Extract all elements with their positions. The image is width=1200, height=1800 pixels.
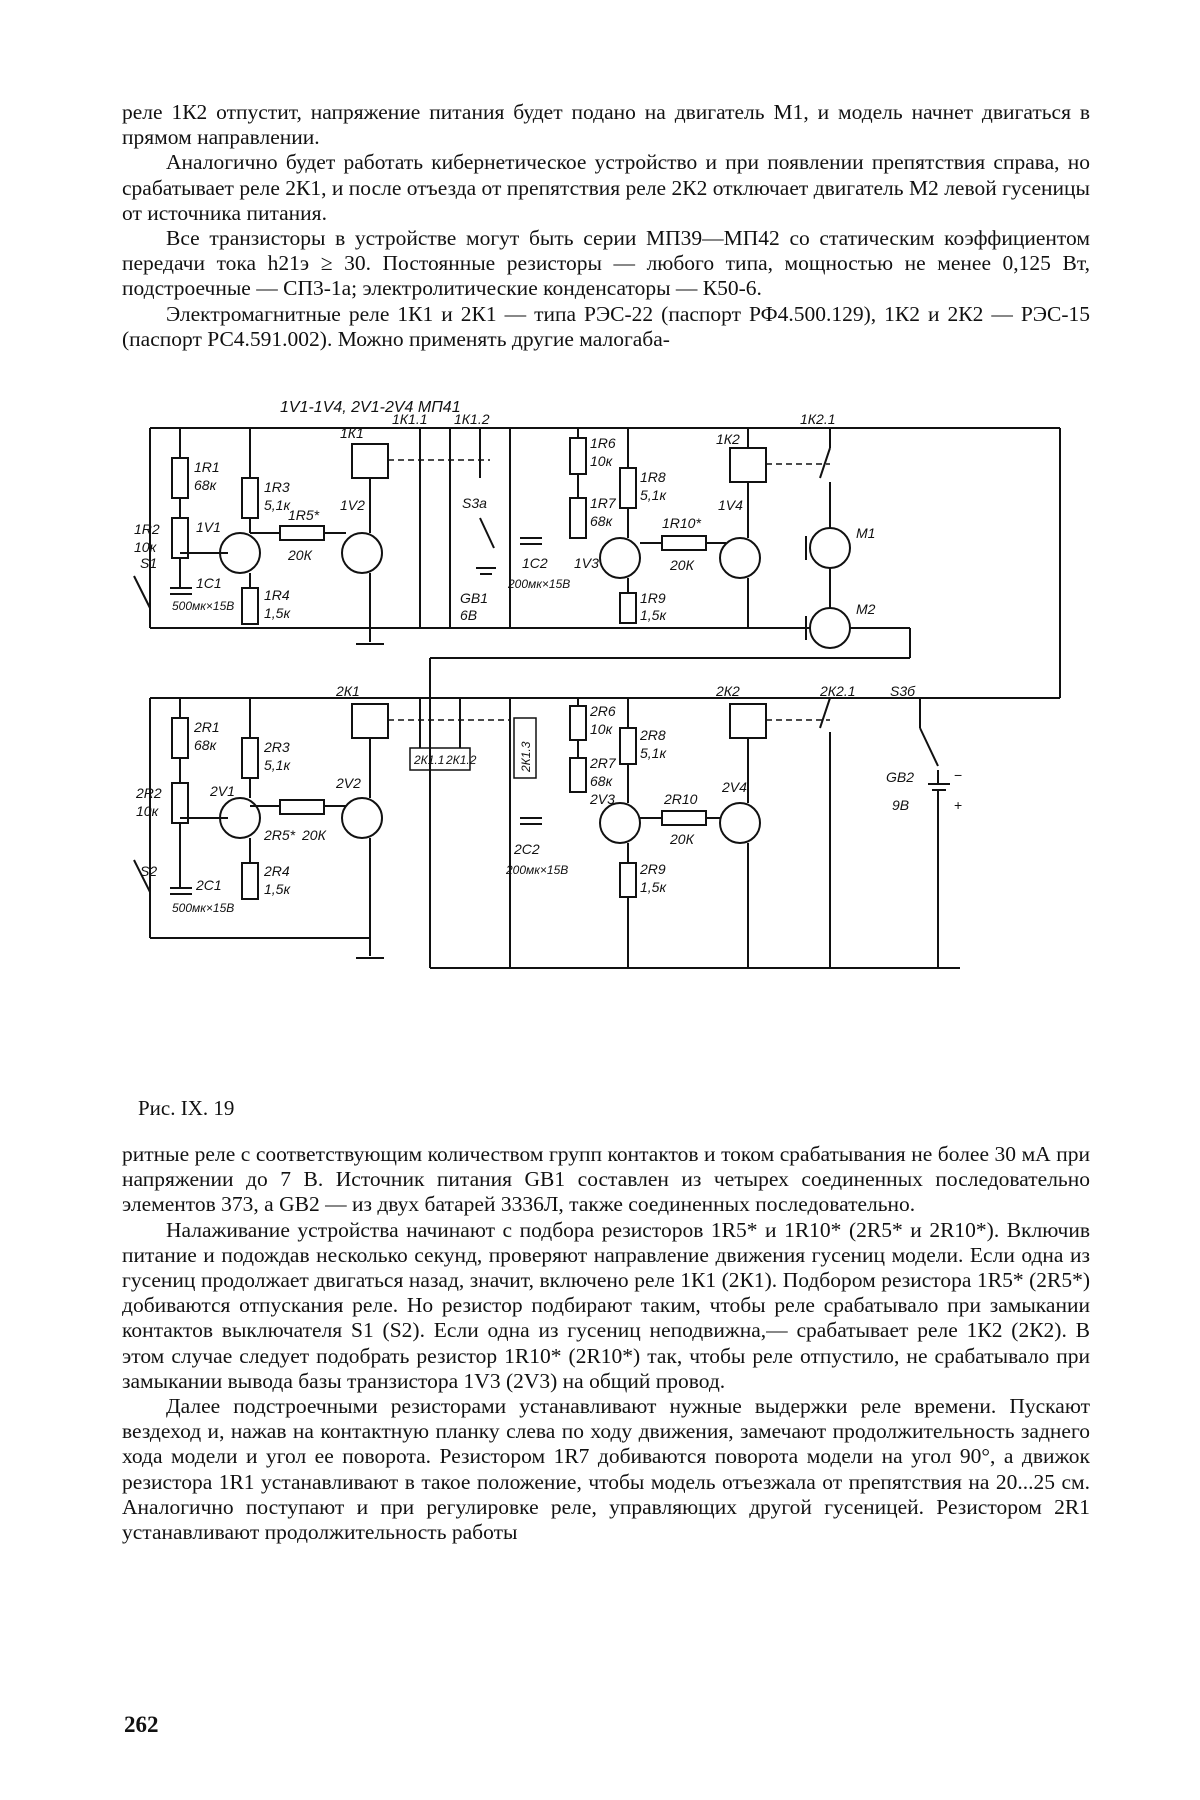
component-label: 2К1.1 (413, 753, 444, 767)
component-label: 2V4 (721, 779, 747, 795)
component-label: 68к (194, 737, 218, 753)
component-label: 200мк×15В (505, 863, 568, 877)
component-label: 1С1 (196, 575, 222, 591)
component-label: 500мк×15В (172, 901, 234, 915)
component-label: 1R2 (134, 521, 160, 537)
component-label: 2К1 (335, 683, 360, 699)
component-label: 5,1к (640, 745, 667, 761)
component-label: 5,1к (264, 757, 291, 773)
component-label: 2R8 (639, 727, 666, 743)
component-label: 1V4 (718, 497, 743, 513)
paragraph: ритные реле с соответствующим количество… (122, 1142, 1090, 1217)
component-label: 20К (301, 827, 327, 843)
top-text-block: реле 1К2 отпустит, напряжение питания бу… (122, 100, 1090, 352)
component-label: 2V3 (589, 791, 615, 807)
circuit-schematic: 1V1-1V4, 2V1-2V4 МП41 1R1 68к 1R2 10к 1 (133, 399, 1061, 969)
component-label: 1R4 (264, 587, 290, 603)
component-label: 2R4 (263, 863, 290, 879)
component-label: S2 (140, 863, 157, 879)
component-label: 1R1 (194, 459, 220, 475)
paragraph: Далее подстроечными резисторами устанавл… (122, 1394, 1090, 1545)
component-label: 20К (669, 831, 695, 847)
component-label: 9В (892, 797, 909, 813)
component-label: S3а (462, 495, 487, 511)
component-label: 2R10 (663, 791, 698, 807)
component-label: 5,1к (640, 487, 667, 503)
component-label: 200мк×15В (507, 577, 570, 591)
component-label: М2 (856, 601, 876, 617)
component-label: 2R1 (193, 719, 220, 735)
component-label: GB1 (460, 590, 488, 606)
component-label: М1 (856, 525, 875, 541)
bottom-circuit: 2R1 68к 2R2 10к 2С1 500мк×15В S2 2R3 5,1… (133, 628, 1060, 969)
component-label: 5,1к (264, 497, 291, 513)
figure-caption: Рис. IX. 19 (138, 1096, 235, 1120)
page-number: 262 (124, 1712, 159, 1737)
component-label: 1R7 (590, 495, 617, 511)
paragraph: Электромагнитные реле 1К1 и 2К1 — типа Р… (122, 301, 1090, 351)
component-label: 2К1.2 (445, 753, 477, 767)
component-label: 1R8 (640, 469, 666, 485)
component-label: 68к (590, 513, 614, 529)
svg-text:+: + (954, 797, 962, 813)
bottom-text-block: ритные реле с соответствующим количество… (122, 1142, 1090, 1545)
component-label: 1R3 (264, 479, 290, 495)
component-label: 2R2 (135, 785, 162, 801)
component-label: 1К1 (340, 425, 364, 441)
component-label: 20К (669, 557, 695, 573)
component-label: 10к (136, 803, 160, 819)
component-label: 1,5к (264, 881, 291, 897)
component-label: 1,5к (264, 605, 291, 621)
component-label: 2R7 (589, 755, 617, 771)
component-label: 500мк×15В (172, 599, 234, 613)
component-label: 68к (590, 773, 614, 789)
component-label: 2К2 (715, 683, 740, 699)
component-label: 2R3 (263, 739, 290, 755)
component-label: 6В (460, 607, 477, 623)
component-label: 10к (590, 721, 614, 737)
component-label: 1К2.1 (800, 411, 836, 427)
paragraph: реле 1К2 отпустит, напряжение питания бу… (122, 100, 1090, 150)
component-label: 1К2 (716, 431, 740, 447)
paragraph: Налаживание устройства начинают с подбор… (122, 1217, 1090, 1393)
svg-text:−: − (954, 767, 962, 783)
component-label: 2С1 (195, 877, 222, 893)
component-label: 1R5* (288, 507, 320, 523)
component-label: 2С2 (513, 841, 540, 857)
component-label: 2R5* (263, 827, 296, 843)
transistor-type-label: 1V1-1V4, 2V1-2V4 МП41 (280, 399, 461, 416)
component-label: S3б (890, 683, 916, 699)
component-label: 2К1.3 (519, 741, 533, 773)
component-label: 1С2 (522, 555, 548, 571)
component-label: 1R6 (590, 435, 616, 451)
component-label: 2V1 (209, 783, 235, 799)
component-label: 1V2 (340, 497, 365, 513)
component-label: S1 (140, 555, 157, 571)
component-label: 68к (194, 477, 218, 493)
component-label: 2R6 (589, 703, 616, 719)
component-label: 1V1 (196, 519, 221, 535)
component-label: 2V2 (335, 775, 361, 791)
component-label: 2К2.1 (819, 683, 856, 699)
component-label: 10к (590, 453, 614, 469)
component-label: GB2 (886, 769, 914, 785)
component-label: 1V3 (574, 555, 599, 571)
component-label: 1R9 (640, 590, 666, 606)
top-circuit: 1R1 68к 1R2 10к 1С1 500мк×15В S1 1R3 5,1… (133, 411, 1061, 698)
paragraph: Все транзисторы в устройстве могут быть … (122, 226, 1090, 301)
component-label: 20К (287, 547, 313, 563)
component-label: 1К1.1 (392, 411, 428, 427)
component-label: 10к (134, 539, 158, 555)
component-label: 1,5к (640, 607, 667, 623)
paragraph: Аналогично будет работать кибернетическо… (122, 150, 1090, 225)
component-label: 1К1.2 (454, 411, 490, 427)
component-label: 1R10* (662, 515, 701, 531)
component-label: 1,5к (640, 879, 667, 895)
component-label: 2R9 (639, 861, 666, 877)
